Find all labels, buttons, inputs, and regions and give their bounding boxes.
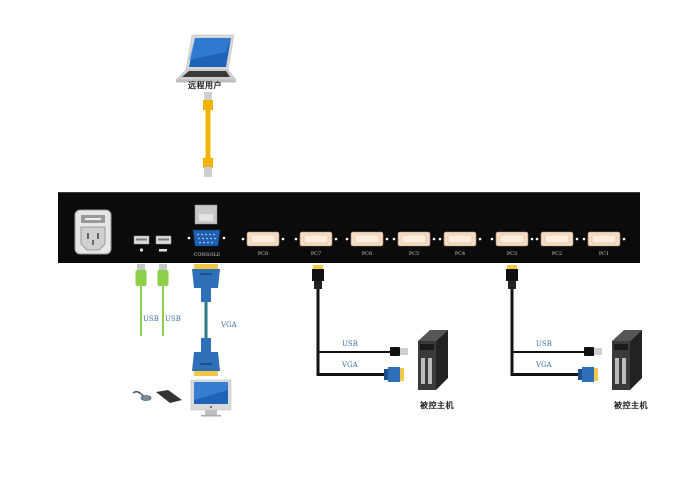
server-tower-icon	[612, 330, 642, 390]
host-usb-label: USB	[342, 340, 358, 348]
usb-plug-icon	[584, 347, 602, 356]
vga-label-console: VGA	[221, 321, 237, 329]
usb-port-mouse	[133, 235, 150, 252]
pc-port-label: PC4	[454, 251, 466, 257]
keyboard-port-indicator	[159, 249, 167, 252]
pc-port-pc5	[392, 231, 436, 247]
pc-port-pc3	[490, 231, 534, 247]
host-vga-label: VGA	[536, 361, 552, 369]
keyboard-icon	[156, 390, 182, 403]
usb-port-keyboard	[155, 235, 172, 252]
vga-branch	[316, 373, 385, 376]
host-cable	[316, 289, 320, 375]
usb-label-keyboard: USB	[165, 315, 181, 323]
vga-cable-console	[192, 264, 220, 376]
pc-port-label: PC3	[506, 251, 518, 257]
usb-plug-icon	[390, 347, 408, 356]
kvm-switch	[58, 192, 640, 263]
pc-port-pc6	[345, 231, 389, 247]
usb-cable-mouse	[135, 264, 147, 336]
usb-branch	[512, 351, 585, 353]
pc-port-label: PC7	[310, 251, 322, 257]
host-usb-label: USB	[536, 340, 552, 348]
laptop-icon	[175, 34, 237, 83]
pc-port-label: PC6	[361, 251, 373, 257]
pc-port-label: PC5	[408, 251, 420, 257]
pc-port-pc7	[294, 231, 338, 247]
server-tower-icon	[418, 330, 448, 390]
mouse-icon	[132, 390, 152, 401]
mouse-port-indicator	[139, 248, 144, 252]
pc-port-pc1	[582, 231, 626, 247]
monitor-icon	[190, 379, 232, 417]
pc-port-label: PC2	[551, 251, 563, 257]
host-cable	[510, 289, 514, 375]
vga-plug-top	[506, 269, 518, 281]
usb-label-mouse: USB	[143, 315, 159, 323]
pc-port-label: PC1	[598, 251, 610, 257]
remote-user	[170, 30, 240, 85]
console-rj45-port	[194, 204, 218, 225]
vga-plug-icon	[384, 367, 404, 382]
pc-port-pc2	[535, 231, 579, 247]
vga-branch	[510, 373, 579, 376]
host-vga-label: VGA	[342, 361, 358, 369]
pc-port-label: PC8	[257, 251, 269, 257]
usb-cable-keyboard	[157, 264, 169, 336]
console-label: CONSOLE	[193, 252, 221, 258]
console-vga-port	[187, 229, 226, 247]
usb-branch	[318, 351, 391, 353]
vga-plug-icon	[578, 367, 598, 382]
host-label: 被控主机	[420, 401, 454, 410]
power-inlet-icon	[74, 209, 112, 255]
host-label: 被控主机	[614, 401, 648, 410]
vga-plug-top	[312, 269, 324, 281]
pc-port-pc4	[438, 231, 482, 247]
pc-port-pc8	[241, 231, 285, 247]
remote-user-label: 远程用户	[188, 81, 222, 90]
